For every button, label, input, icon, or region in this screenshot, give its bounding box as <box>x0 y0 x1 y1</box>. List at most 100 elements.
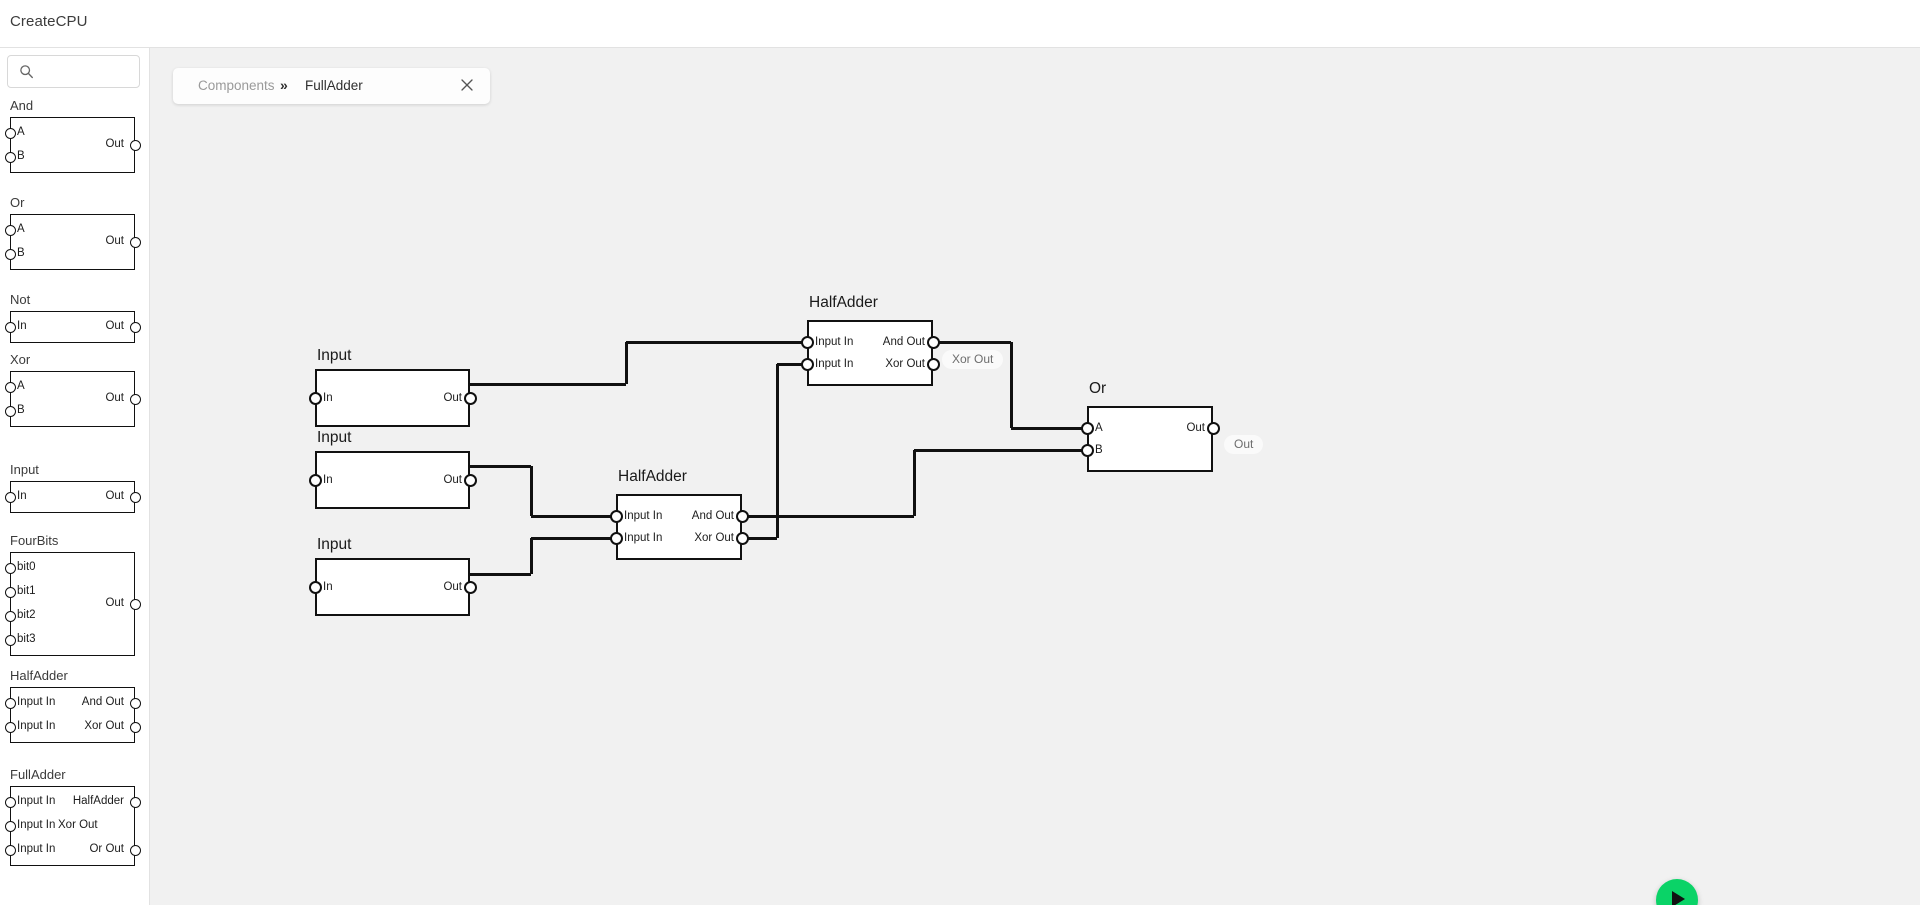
palette-input-pin[interactable] <box>4 491 16 503</box>
palette-input-pin-label: bit3 <box>17 633 36 645</box>
node-title: HalfAdder <box>618 468 687 485</box>
wire-segment[interactable] <box>531 514 616 518</box>
wire-segment[interactable] <box>775 364 779 538</box>
palette-chip-body[interactable] <box>10 481 135 513</box>
node-output-pin[interactable] <box>463 580 477 594</box>
node-output-pin[interactable] <box>735 531 749 545</box>
palette-output-pin[interactable] <box>129 139 141 151</box>
palette-chip-body[interactable] <box>10 552 135 656</box>
node-input-pin[interactable] <box>308 580 322 594</box>
wire-segment[interactable] <box>531 536 616 540</box>
palette-input-pin[interactable] <box>4 224 16 236</box>
wire-segment[interactable] <box>626 340 807 344</box>
palette-input-pin[interactable] <box>4 151 16 163</box>
breadcrumb-root[interactable]: Components <box>198 78 275 93</box>
node-output-pin[interactable] <box>1206 421 1220 435</box>
palette-output-pin[interactable] <box>129 321 141 333</box>
node-halfadder1[interactable] <box>807 320 933 386</box>
palette-input-pin-label: bit1 <box>17 585 36 597</box>
palette-output-pin-label: Out <box>105 235 124 247</box>
node-output-pin[interactable] <box>926 357 940 371</box>
node-input-pin[interactable] <box>308 473 322 487</box>
close-icon[interactable] <box>458 76 476 94</box>
palette-input-pin[interactable] <box>4 321 16 333</box>
wire-segment[interactable] <box>1009 342 1013 428</box>
wire-segment[interactable] <box>529 466 533 516</box>
palette-input-pin[interactable] <box>4 634 16 646</box>
palette-item-label: Not <box>10 292 31 307</box>
palette-chip-body[interactable] <box>10 687 135 743</box>
palette-input-pin[interactable] <box>4 820 16 832</box>
wire-segment[interactable] <box>914 448 1087 452</box>
node-input-pin[interactable] <box>609 531 623 545</box>
palette-output-pin[interactable] <box>129 236 141 248</box>
palette-input-pin[interactable] <box>4 697 16 709</box>
node-input-pin[interactable] <box>1080 421 1094 435</box>
palette-chip-body[interactable] <box>10 117 135 173</box>
palette-input-pin[interactable] <box>4 381 16 393</box>
palette-chip-body[interactable] <box>10 786 135 866</box>
node-input-pin[interactable] <box>800 335 814 349</box>
palette-input-pin[interactable] <box>4 562 16 574</box>
search-input[interactable] <box>40 56 140 89</box>
palette-input-pin[interactable] <box>4 610 16 622</box>
node-input3[interactable] <box>315 558 470 616</box>
node-input-pin[interactable] <box>800 357 814 371</box>
palette-output-pin[interactable] <box>129 844 141 856</box>
palette-chip-body[interactable] <box>10 214 135 270</box>
node-input-pin[interactable] <box>609 509 623 523</box>
node-halfadder2[interactable] <box>616 494 742 560</box>
wire-segment[interactable] <box>742 514 914 518</box>
palette-output-pin[interactable] <box>129 393 141 405</box>
palette-output-pin[interactable] <box>129 598 141 610</box>
node-input-pin[interactable] <box>1080 443 1094 457</box>
palette-output-pin-label: And Out <box>81 696 124 708</box>
node-output-pin-label: And Out <box>691 510 734 522</box>
node-output-pin[interactable] <box>463 473 477 487</box>
palette-chip-body[interactable] <box>10 371 135 427</box>
palette-item-label: Input <box>10 462 39 477</box>
palette-input-pin[interactable] <box>4 586 16 598</box>
wire-segment[interactable] <box>470 572 531 576</box>
palette-input-pin[interactable] <box>4 248 16 260</box>
node-output-pin[interactable] <box>926 335 940 349</box>
palette-input-pin[interactable] <box>4 405 16 417</box>
wire-segment[interactable] <box>470 382 626 386</box>
wire-segment[interactable] <box>1011 426 1087 430</box>
run-simulation-button[interactable] <box>1656 879 1698 905</box>
palette-input-pin[interactable] <box>4 127 16 139</box>
palette-input-pin[interactable] <box>4 796 16 808</box>
palette-output-pin[interactable] <box>129 491 141 503</box>
node-output-pin[interactable] <box>735 509 749 523</box>
schematic-canvas[interactable]: Components » FullAdder InputInOutInInput… <box>150 48 1920 905</box>
breadcrumb-tab[interactable]: Components » FullAdder <box>173 68 490 104</box>
wire-segment[interactable] <box>933 340 1011 344</box>
wire-segment[interactable] <box>624 342 628 384</box>
palette-output-pin[interactable] <box>129 721 141 733</box>
wire-segment[interactable] <box>742 536 777 540</box>
breadcrumb-separator-icon: » <box>280 77 288 93</box>
wire-segment[interactable] <box>777 362 807 366</box>
wire-segment[interactable] <box>912 450 916 516</box>
palette-input-pin-label: A <box>17 126 25 138</box>
search-box[interactable] <box>7 55 140 89</box>
palette-input-pin[interactable] <box>4 721 16 733</box>
palette-output-pin[interactable] <box>129 697 141 709</box>
wire-segment[interactable] <box>470 464 531 468</box>
palette-output-pin[interactable] <box>129 796 141 808</box>
node-input-pin[interactable] <box>308 391 322 405</box>
node-output-pin[interactable] <box>463 391 477 405</box>
node-or1[interactable] <box>1087 406 1213 472</box>
node-input1[interactable] <box>315 369 470 427</box>
palette-input-pin[interactable] <box>4 844 16 856</box>
wire-segment[interactable] <box>529 538 533 574</box>
palette-item-label: FullAdder <box>10 767 66 782</box>
